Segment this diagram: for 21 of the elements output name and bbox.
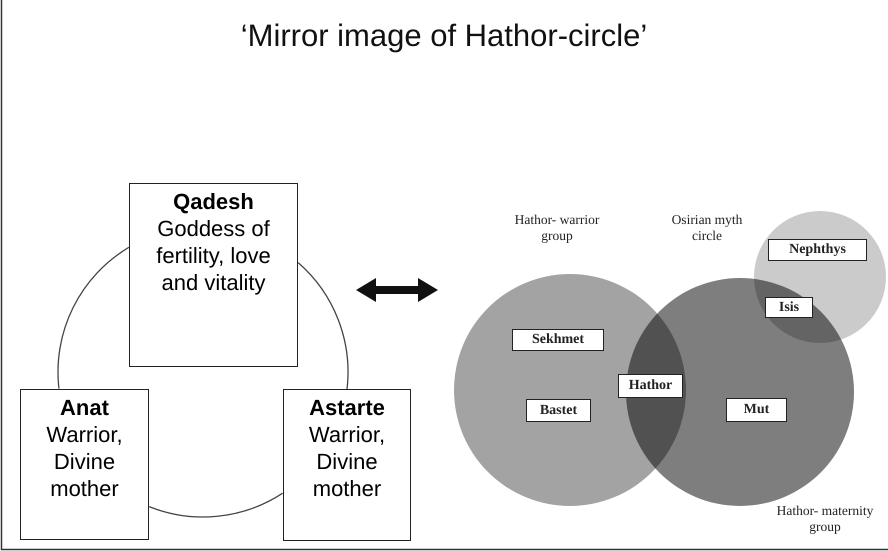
deity-name: Astarte — [309, 394, 385, 421]
circle-arc — [57, 246, 130, 389]
deity-box — [20, 389, 149, 540]
circle-arc — [149, 492, 283, 518]
deity-label: Bastet — [526, 399, 591, 422]
deity-label: Isis — [765, 297, 813, 318]
group-label: Hathor- warrior group — [514, 212, 600, 244]
deity-box — [283, 389, 411, 541]
deity-box — [129, 183, 298, 367]
deity-description: Warrior, Divine mother — [308, 421, 386, 502]
group-label: Hathor- maternity group — [776, 503, 874, 535]
deity-name: Anat — [60, 394, 109, 421]
deity-label: Sekhmet — [512, 329, 604, 351]
deity-label: Nephthys — [768, 239, 867, 261]
circle-arc — [298, 262, 349, 390]
deity-name: Qadesh — [173, 188, 254, 215]
deity-label: Mut — [726, 398, 787, 422]
group-label: Osirian myth circle — [670, 212, 744, 244]
title: ‘Mirror image of Hathor-circle’ — [240, 18, 648, 54]
deity-description: Warrior, Divine mother — [45, 421, 124, 502]
deity-description: Goddess of fertility, love and vitality — [155, 215, 272, 296]
